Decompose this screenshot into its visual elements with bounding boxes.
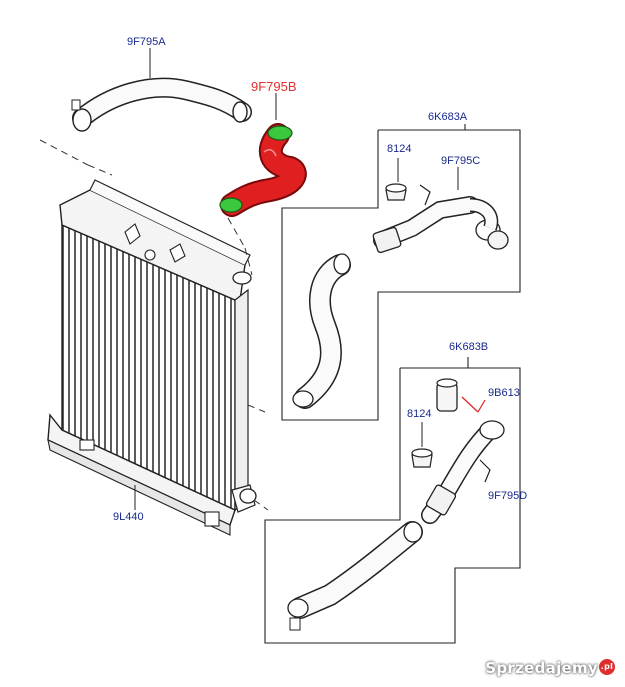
- label-8124-b: 8124: [407, 408, 432, 420]
- label-6K683B: 6K683B: [449, 341, 489, 353]
- hose-box-b-lower: [287, 521, 423, 631]
- hose-box-a-lower: [292, 253, 351, 409]
- dashed-connectors: [39, 139, 269, 511]
- label-6K683A: 6K683A: [428, 111, 468, 123]
- pipe-9F795D: [421, 420, 505, 524]
- watermark-badge: .pl: [599, 659, 615, 675]
- watermark: Sprzedajemy.pl: [485, 659, 615, 677]
- ring-9B613: [436, 378, 486, 413]
- label-9B613: 9B613: [488, 387, 520, 399]
- label-9F795C: 9F795C: [441, 155, 481, 167]
- clip-8124-b: [411, 422, 433, 468]
- clip-8124-a: [385, 158, 407, 201]
- assembly-6K683A-frame: [281, 124, 521, 421]
- pipe-9F795C: [372, 184, 509, 254]
- assembly-6K683B-frame: [264, 357, 521, 644]
- watermark-text: Sprzedajemy: [485, 659, 598, 677]
- intercooler-radiator: [47, 179, 257, 536]
- hose-9F795A: [71, 77, 252, 132]
- label-9F795B: 9F795B: [251, 79, 297, 94]
- label-9L440: 9L440: [113, 511, 144, 523]
- hose-9F795B-highlighted: [219, 123, 307, 217]
- label-8124-a: 8124: [387, 143, 412, 155]
- label-9F795D: 9F795D: [488, 490, 528, 502]
- label-9F795A: 9F795A: [127, 36, 166, 48]
